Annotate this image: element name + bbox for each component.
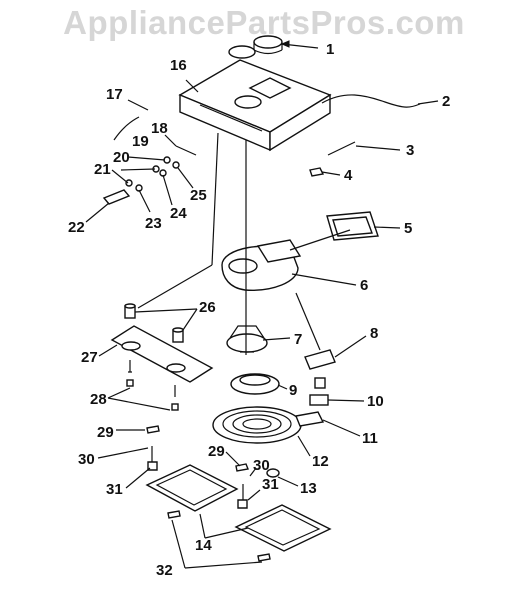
- callout-18: 18: [151, 120, 168, 137]
- callout-27: 27: [81, 349, 98, 366]
- callout-7: 7: [294, 331, 302, 348]
- callout-23: 23: [145, 215, 162, 232]
- assembly-lines: [137, 132, 351, 355]
- callout-26: 26: [199, 299, 216, 316]
- small-clip: [309, 167, 325, 177]
- callout-31a: 31: [106, 481, 123, 498]
- bulbs: [126, 360, 179, 411]
- callout-28: 28: [90, 391, 107, 408]
- power-cord: [321, 94, 421, 108]
- switch-cover: [295, 411, 325, 427]
- lamp-bracket: [110, 325, 214, 383]
- callout-30a: 30: [78, 451, 95, 468]
- filter-right: [234, 504, 332, 552]
- clips: [146, 425, 271, 562]
- callout-16: 16: [170, 57, 187, 74]
- callout-13: 13: [300, 480, 317, 497]
- watermark: AppliancePartsPros.com: [63, 4, 465, 41]
- callout-30b: 30: [253, 457, 270, 474]
- callout-1: 1: [326, 41, 334, 58]
- callout-29b: 29: [208, 443, 225, 460]
- filter-left: [145, 464, 239, 512]
- callout-21: 21: [94, 161, 111, 178]
- callout-2: 2: [442, 93, 450, 110]
- callout-3: 3: [406, 142, 414, 159]
- callout-9: 9: [289, 382, 297, 399]
- callout-6: 6: [360, 277, 368, 294]
- callout-11: 11: [362, 430, 378, 447]
- callout-10: 10: [367, 393, 384, 410]
- callout-31b: 31: [262, 476, 279, 493]
- switch-plate: [309, 394, 329, 406]
- motor: [226, 325, 268, 353]
- callout-4: 4: [344, 167, 353, 184]
- callout-29a: 29: [97, 424, 114, 441]
- knob: [266, 468, 280, 478]
- blower-wheel: [230, 373, 280, 395]
- blower-housing: [221, 239, 302, 291]
- switch-housing: [304, 349, 336, 389]
- callout-22: 22: [68, 219, 85, 236]
- callout-24: 24: [170, 205, 187, 222]
- leader-lines: [85, 40, 439, 569]
- damper-collar: [253, 35, 283, 55]
- callout-25: 25: [190, 187, 207, 204]
- callout-labels: 1 2 3 4 5 6 7 8 9 10 11 12 13 14 16 17 1…: [68, 41, 450, 579]
- callout-17: 17: [106, 86, 123, 103]
- grille: [212, 406, 302, 444]
- callout-20: 20: [113, 149, 130, 166]
- wire-strip: [327, 141, 356, 156]
- callout-14: 14: [195, 537, 212, 554]
- callout-12: 12: [312, 453, 329, 470]
- callout-8: 8: [370, 325, 378, 342]
- callout-19: 19: [132, 133, 149, 150]
- hood-body: [178, 45, 332, 152]
- gasket: [326, 211, 379, 241]
- callout-5: 5: [404, 220, 412, 237]
- callout-32: 32: [156, 562, 173, 579]
